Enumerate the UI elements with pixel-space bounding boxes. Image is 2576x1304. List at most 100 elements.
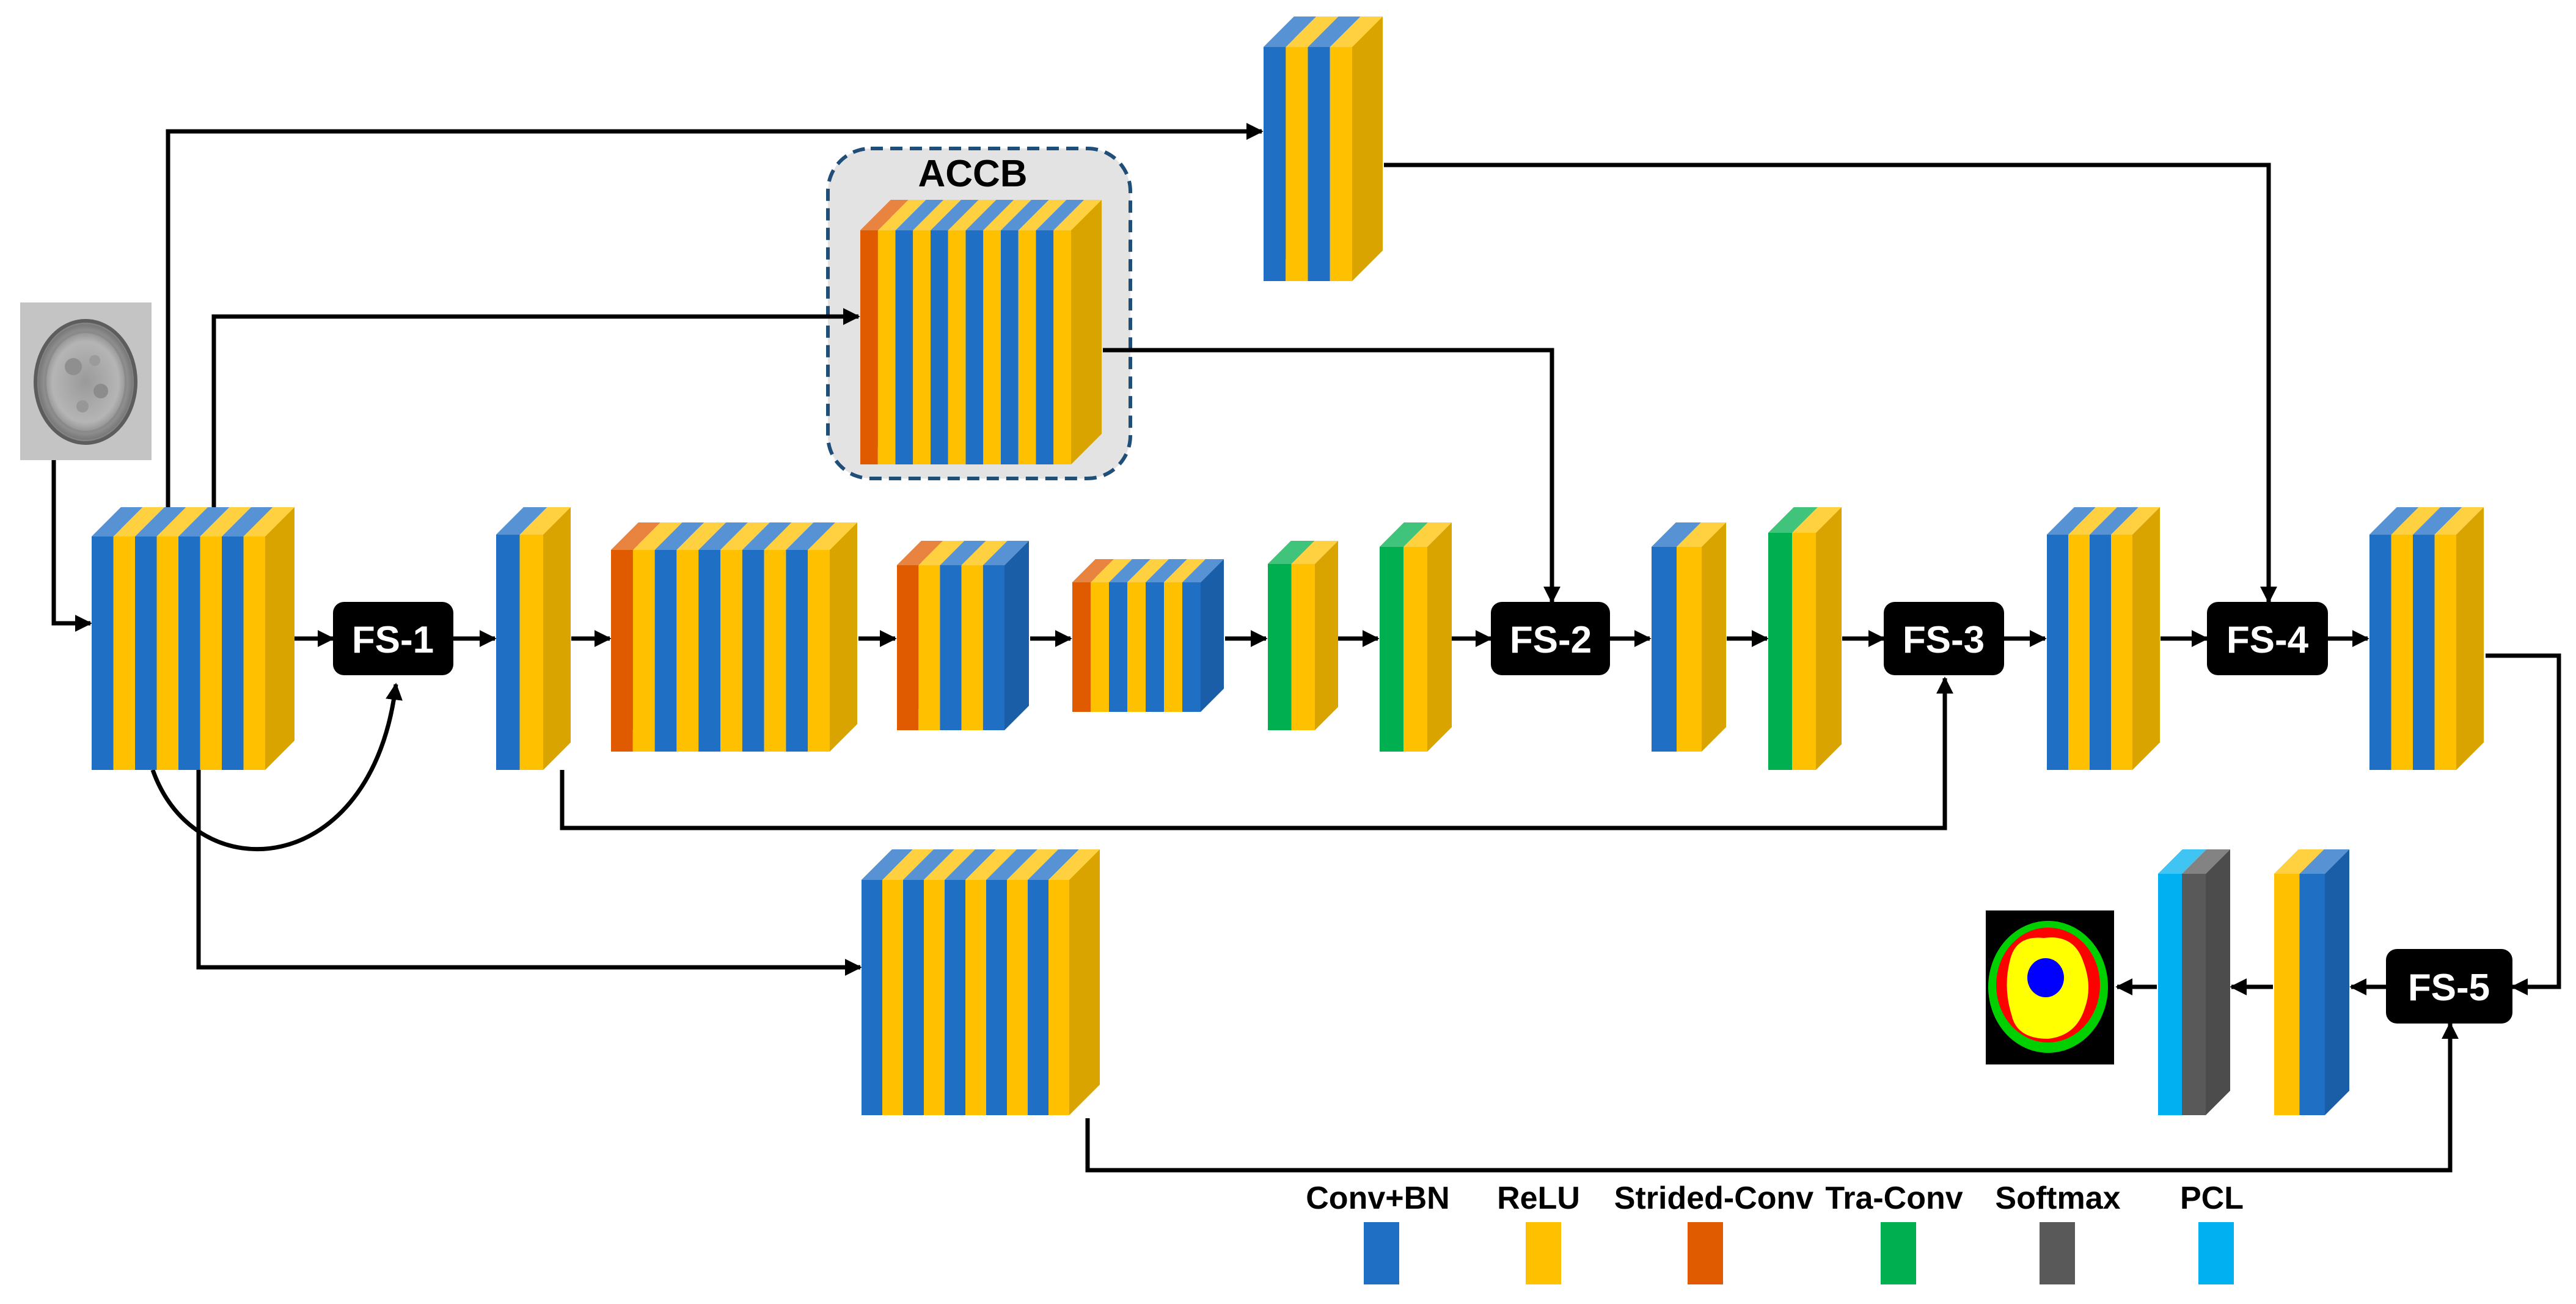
skip-top-block-layer-relu <box>1330 47 1352 281</box>
legend-swatch <box>1364 1222 1399 1284</box>
legend-swatch <box>2198 1222 2234 1284</box>
post-fs3-block-layer-conv <box>2090 535 2111 770</box>
accb-block-layer-relu <box>913 230 931 464</box>
strided-block-2 <box>897 541 1029 730</box>
arrow-bottom-to-fs5 <box>1085 1022 2459 1173</box>
accb-block-layer-conv <box>931 230 948 464</box>
encoder-input-block-layer-relu <box>156 537 178 770</box>
fs-1-label: FS-1 <box>352 619 434 661</box>
encoder-input-block-layer-relu <box>243 537 265 770</box>
legend-label: Strided-Conv <box>1614 1181 1814 1216</box>
encoder-input-block-layer-relu <box>200 537 222 770</box>
post-fs4-block-layer-relu <box>2391 535 2413 770</box>
legend-swatch <box>2040 1222 2075 1284</box>
post-fs3-block-layer-relu <box>2068 535 2090 770</box>
traconv-block-2-layer-relu <box>1403 547 1427 752</box>
pre-output-block-layer-relu <box>2274 874 2300 1115</box>
accb-block-layer-relu <box>1018 230 1036 464</box>
skip-bottom-block-layer-conv <box>986 880 1007 1115</box>
post-fs1-block <box>496 507 571 770</box>
post-fs4-block-layer-conv <box>2369 535 2391 770</box>
fs-4-label: FS-4 <box>2227 619 2309 661</box>
strided-block-2-layer-conv <box>940 565 962 730</box>
strided-block-1-layer-relu <box>764 550 786 752</box>
legend-label: Tra-Conv <box>1825 1181 1963 1216</box>
fs-4-block: FS-4 <box>2207 602 2328 675</box>
arrow-to-fs5 <box>2486 653 2561 995</box>
skip-bottom-block <box>862 849 1100 1115</box>
encoder-input-block <box>92 507 295 770</box>
skip-bottom-block-layer-relu <box>965 880 986 1115</box>
skip-bottom-block-layer-conv <box>862 880 882 1115</box>
skip-bottom-block-layer-relu <box>924 880 945 1115</box>
skip-top-block-layer-relu <box>1286 47 1308 281</box>
legend: Conv+BN ReLU Strided-Conv Tra-Conv Softmax PC… <box>1306 1181 2244 1284</box>
accb-block-layer-conv <box>965 230 984 464</box>
traconv-block-2-layer-traconv <box>1380 547 1403 752</box>
strided-block-3-layer-conv <box>1146 582 1164 712</box>
legend-swatch <box>1688 1222 1723 1284</box>
skip-top-block <box>1264 16 1383 281</box>
legend-item: Tra-Conv <box>1825 1181 1963 1284</box>
strided-block-3-layer-relu <box>1164 582 1182 712</box>
strided-block-1-layer-conv <box>786 550 808 752</box>
fusion-blocks: FS-1 FS-2 FS-3 FS-4 FS-5 <box>333 602 2512 1024</box>
accb-block-layer-conv <box>895 230 913 464</box>
fs-2-label: FS-2 <box>1510 619 1592 661</box>
strided-block-2-layer-relu <box>918 565 940 730</box>
output-segmentation <box>1986 910 2114 1064</box>
accb-block <box>860 200 1102 464</box>
strided-block-3-layer-conv <box>1109 582 1127 712</box>
fs-5-label: FS-5 <box>2408 967 2490 1009</box>
traconv-block-3-layer-relu <box>1792 533 1816 770</box>
encoder-input-block-layer-conv <box>178 537 200 770</box>
legend-item: ReLU <box>1497 1181 1580 1284</box>
fs-2-block: FS-2 <box>1491 602 1610 675</box>
accb-block-layer-strided <box>860 230 878 464</box>
skip-bottom-block-layer-conv <box>903 880 924 1115</box>
strided-block-2-layer-strided <box>897 565 919 730</box>
arrow-skip-bottom <box>196 770 862 976</box>
strided-block-3 <box>1072 559 1224 712</box>
accb-block-layer-conv <box>1036 230 1054 464</box>
fs-5-block: FS-5 <box>2386 949 2512 1024</box>
legend-swatch <box>1881 1222 1916 1284</box>
legend-label: ReLU <box>1497 1181 1580 1216</box>
fs-3-block: FS-3 <box>1884 602 2004 675</box>
strided-block-3-layer-strided <box>1072 582 1091 712</box>
post-fs4-block-layer-relu <box>2434 535 2456 770</box>
post-fs3-block-layer-relu <box>2111 535 2132 770</box>
skip-bottom-block-layer-conv <box>1028 880 1048 1115</box>
accb-block-layer-relu <box>877 230 896 464</box>
strided-block-1 <box>611 522 857 752</box>
post-fs4-block <box>2369 507 2484 770</box>
strided-block-1-layer-relu <box>720 550 742 752</box>
legend-swatch <box>1526 1222 1561 1284</box>
skip-top-block-layer-conv <box>1308 47 1330 281</box>
legend-item: Conv+BN <box>1306 1181 1450 1284</box>
pre-output-block-layer-conv <box>2299 874 2325 1115</box>
output-block-layer-pcl <box>2158 874 2182 1115</box>
strided-block-3-layer-relu <box>1127 582 1146 712</box>
strided-block-1-layer-conv <box>742 550 764 752</box>
arrow-accb-to-fs2 <box>1103 348 1561 604</box>
fs-1-block: FS-1 <box>333 602 453 675</box>
strided-block-1-layer-conv <box>654 550 677 752</box>
legend-label: Conv+BN <box>1306 1181 1449 1216</box>
connectors <box>51 123 2561 1173</box>
legend-item: PCL <box>2180 1181 2244 1284</box>
skip-bottom-block-layer-relu <box>1048 880 1069 1115</box>
accb-block-layer-relu <box>1053 230 1071 464</box>
strided-block-1-layer-relu <box>632 550 655 752</box>
encoder-input-block-layer-conv <box>92 537 114 770</box>
post-fs4-block-layer-conv <box>2413 535 2435 770</box>
strided-block-1-layer-relu <box>808 550 830 752</box>
arrow-skip-accb <box>211 308 860 512</box>
accb-block-layer-relu <box>948 230 966 464</box>
post-fs2-block-layer-conv <box>1652 547 1677 752</box>
legend-label: Softmax <box>1995 1181 2120 1216</box>
strided-block-3-layer-relu <box>1091 582 1109 712</box>
traconv-block-1-layer-relu <box>1291 564 1315 730</box>
output-block <box>2158 849 2230 1115</box>
